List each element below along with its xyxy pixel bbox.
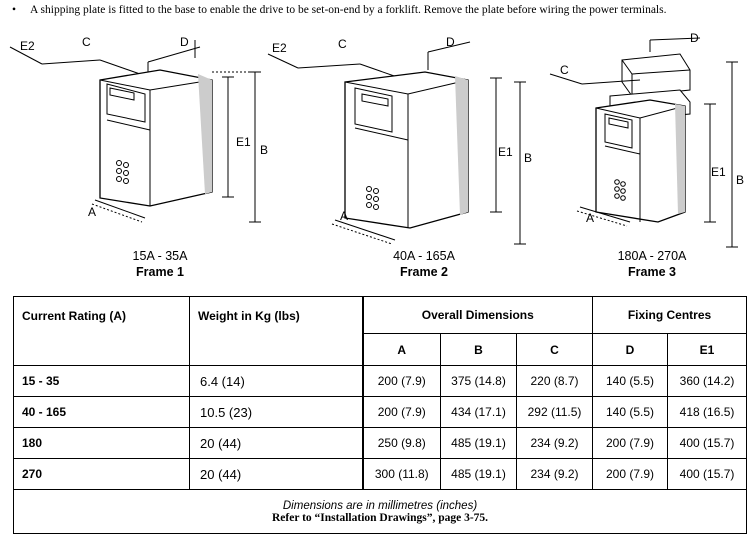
dim-a-cell: 200 (7.9) [361, 396, 441, 428]
dim-c-cell: 292 (11.5) [515, 396, 594, 428]
dim-c-cell: 234 (9.2) [515, 458, 594, 490]
frame3-caption: 180A - 270A Frame 3 [592, 248, 712, 280]
frame3-c-label: C [560, 63, 569, 77]
dimensions-table: Current Rating (A) Weight in Kg (lbs) Ov… [12, 296, 748, 534]
dim-c-cell: 234 (9.2) [515, 427, 594, 459]
frame-drawings-svg: E2 C D E1 B A [9, 31, 744, 248]
frame3-a-label: A [586, 211, 594, 225]
frame1-d-label: D [180, 35, 189, 49]
frame3-e1-label: E1 [711, 165, 726, 179]
bullet-glyph: • [12, 4, 17, 16]
frame2-caption: 40A - 165A Frame 2 [364, 248, 484, 280]
frame3-b-label: B [736, 173, 744, 187]
frame2-range: 40A - 165A [393, 249, 455, 263]
table-row: 270 20 (44) 300 (11.8) 485 (19.1) 234 (9… [13, 458, 748, 490]
dim-d-cell: 140 (5.5) [592, 396, 669, 428]
frame2-c-label: C [338, 37, 347, 51]
frame1-c-label: C [82, 35, 91, 49]
frame2-d-label: D [446, 35, 455, 49]
dim-e1-cell: 418 (16.5) [667, 396, 748, 428]
dim-b-cell: 485 (19.1) [440, 458, 517, 490]
table-row: 15 - 35 6.4 (14) 200 (7.9) 375 (14.8) 22… [13, 365, 748, 397]
frame3-title: Frame 3 [628, 265, 676, 279]
dim-a-cell: 300 (11.8) [361, 458, 441, 490]
header-weight: Weight in Kg (lbs) [189, 296, 363, 366]
rating-cell: 270 [13, 458, 190, 490]
header-b: B [440, 333, 517, 366]
dim-e1-cell: 400 (15.7) [667, 427, 748, 459]
frame2-b-label: B [524, 151, 532, 165]
frame1-b-label: B [260, 143, 268, 157]
table-footer-row: Dimensions are in millimetres (inches) R… [12, 489, 748, 534]
table-row: 180 20 (44) 250 (9.8) 485 (19.1) 234 (9.… [13, 427, 748, 459]
frame1-a-label: A [88, 205, 96, 219]
dim-c-cell: 220 (8.7) [515, 365, 594, 397]
frame1-drawing [9, 40, 261, 223]
units-note: Dimensions are in millimetres (inches) [282, 499, 478, 512]
frame3-drawing [549, 37, 738, 248]
header-c: C [515, 333, 594, 366]
frame1-caption: 15A - 35A Frame 1 [100, 248, 220, 280]
dim-b-cell: 434 (17.1) [440, 396, 517, 428]
dim-a-cell: 250 (9.8) [361, 427, 441, 459]
header-current-rating: Current Rating (A) [13, 296, 190, 366]
frame1-title: Frame 1 [136, 265, 184, 279]
frame1-e1-label: E1 [236, 135, 251, 149]
dim-e1-cell: 400 (15.7) [667, 458, 748, 490]
frame2-e1-label: E1 [498, 145, 513, 159]
weight-cell: 6.4 (14) [189, 365, 363, 397]
frame3-d-label: D [690, 31, 699, 45]
weight-cell: 20 (44) [189, 427, 363, 459]
header-fixing-centres: Fixing Centres [592, 296, 748, 334]
dim-e1-cell: 360 (14.2) [667, 365, 748, 397]
dim-a-cell: 200 (7.9) [361, 365, 441, 397]
dim-d-cell: 200 (7.9) [592, 427, 669, 459]
dim-b-cell: 485 (19.1) [440, 427, 517, 459]
dim-d-cell: 140 (5.5) [592, 365, 669, 397]
weight-cell: 20 (44) [189, 458, 363, 490]
dim-b-cell: 375 (14.8) [440, 365, 517, 397]
rating-cell: 180 [13, 427, 190, 459]
rating-cell: 15 - 35 [13, 365, 190, 397]
frame2-title: Frame 2 [400, 265, 448, 279]
frame2-e2-label: E2 [272, 41, 287, 55]
dim-d-cell: 200 (7.9) [592, 458, 669, 490]
header-e1: E1 [667, 333, 748, 366]
rating-cell: 40 - 165 [13, 396, 190, 428]
frame2-drawing [267, 41, 526, 245]
intro-note: • A shipping plate is fitted to the base … [12, 4, 666, 16]
frame-drawings: E2 C D E1 B A [0, 22, 753, 294]
header-d: D [592, 333, 669, 366]
header-a: A [361, 333, 441, 366]
frame2-a-label: A [340, 209, 348, 223]
frame3-range: 180A - 270A [617, 249, 687, 263]
table-footer: Dimensions are in millimetres (inches) R… [12, 489, 748, 534]
weight-cell: 10.5 (23) [189, 396, 363, 428]
frame1-e2-label: E2 [20, 39, 35, 53]
header-overall-dimensions: Overall Dimensions [361, 296, 594, 334]
frame1-range: 15A - 35A [132, 249, 188, 263]
reference-note: Refer to “Installation Drawings”, page 3… [271, 511, 489, 524]
table-row: 40 - 165 10.5 (23) 200 (7.9) 434 (17.1) … [13, 396, 748, 428]
intro-text: A shipping plate is fitted to the base t… [30, 4, 667, 16]
